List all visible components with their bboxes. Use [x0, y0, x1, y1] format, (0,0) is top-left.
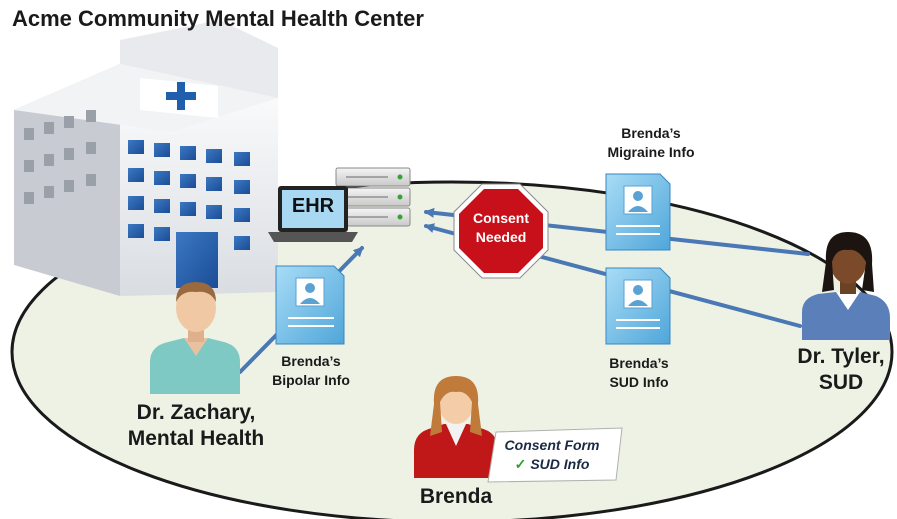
- person-label-zachary: Dr. Zachary, Mental Health: [108, 400, 284, 452]
- person-label-tyler-line1: Dr. Tyler,: [797, 345, 885, 368]
- patient-record-icon-migraine: [605, 173, 671, 251]
- consent-needed-label: Consent Needed: [452, 209, 550, 247]
- record-label-bipolar: Brenda’s Bipolar Info: [256, 352, 366, 390]
- consent-needed-line1: Consent: [473, 210, 529, 226]
- record-label-sud: Brenda’s SUD Info: [584, 354, 694, 392]
- patient-record-icon-bipolar: [275, 265, 345, 345]
- ehr-label: EHR: [291, 195, 335, 217]
- person-label-zachary-line1: Dr. Zachary,: [136, 401, 256, 424]
- check-icon: ✓: [514, 456, 527, 472]
- doctor-avatar-icon-tyler: [802, 232, 890, 340]
- person-label-brenda: Brenda: [419, 485, 493, 508]
- doctor-avatar-icon-zachary: [150, 282, 240, 394]
- consent-form-text: Consent Form ✓SUD Info: [492, 436, 612, 474]
- record-label-bipolar-line2: Bipolar Info: [272, 372, 350, 388]
- record-label-migraine: Brenda’s Migraine Info: [596, 124, 706, 162]
- record-label-migraine-line1: Brenda’s: [621, 125, 681, 141]
- consent-form-card: [487, 427, 623, 483]
- patient-avatar-icon-brenda: [414, 376, 498, 478]
- person-label-tyler: Dr. Tyler, SUD: [786, 344, 896, 396]
- stop-sign-icon: [453, 183, 549, 279]
- patient-record-icon-sud: [605, 267, 671, 345]
- consent-needed-line2: Needed: [475, 229, 527, 245]
- record-label-sud-line1: Brenda’s: [609, 355, 669, 371]
- record-label-bipolar-line1: Brenda’s: [281, 353, 341, 369]
- hospital-building-icon: [14, 20, 278, 296]
- record-label-sud-line2: SUD Info: [609, 374, 669, 390]
- consent-form-title: Consent Form: [504, 437, 600, 453]
- person-label-zachary-line2: Mental Health: [127, 427, 265, 450]
- laptop-icon: [268, 186, 358, 242]
- consent-form-subject: SUD Info: [530, 456, 590, 472]
- page-title: Acme Community Mental Health Center: [12, 6, 424, 31]
- record-label-migraine-line2: Migraine Info: [607, 144, 695, 160]
- server-rack-icon: [335, 167, 411, 227]
- person-label-tyler-line2: SUD: [818, 371, 864, 394]
